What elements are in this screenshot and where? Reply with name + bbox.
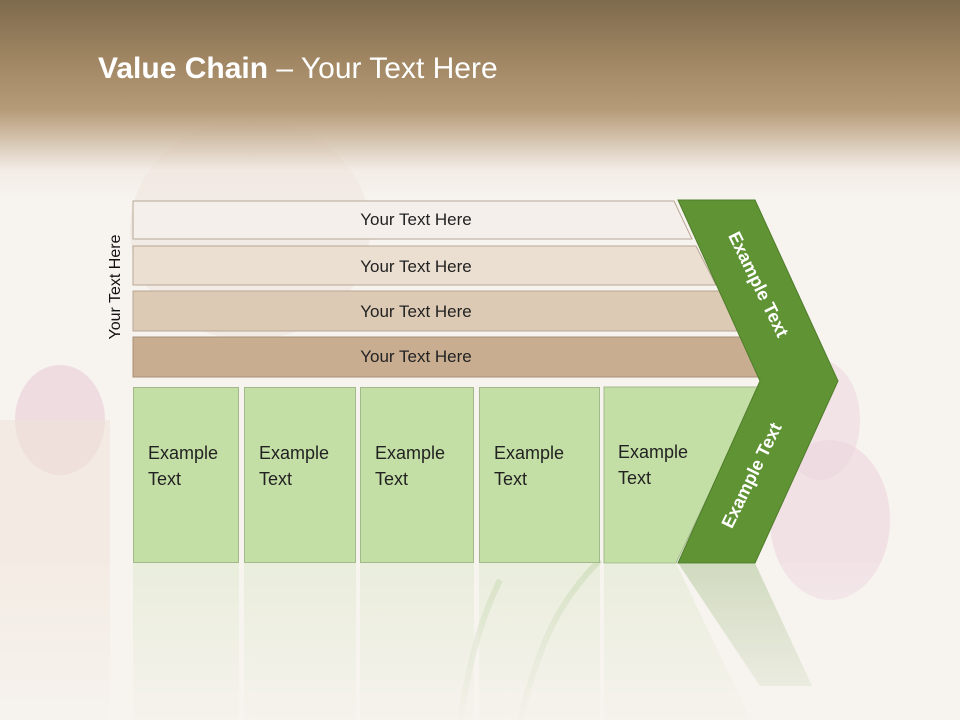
activity-box-5: Example Text (604, 387, 714, 563)
box-4-line2: Text (494, 469, 528, 489)
box-3-line1: Example (375, 443, 446, 463)
box-5-line1: Example (618, 442, 689, 462)
box-3-line2: Text (375, 469, 409, 489)
title-bold: Value Chain (98, 52, 269, 85)
row-label-1: Your Text Here (360, 210, 472, 229)
row-label-3: Your Text Here (360, 302, 472, 321)
row-bar-1 (132, 200, 693, 240)
box-2-line1: Example (259, 443, 330, 463)
box-1-line1: Example (148, 443, 219, 463)
title-rest: – Your Text Here (268, 52, 498, 85)
header-band (0, 0, 960, 200)
activity-box-1: Example Text (133, 387, 239, 563)
box-1-line2: Text (148, 469, 182, 489)
activity-box-4: Example Text (479, 387, 600, 563)
box-5-line2: Text (618, 468, 652, 488)
activity-box-3: Example Text (360, 387, 474, 563)
activity-box-2: Example Text (244, 387, 356, 563)
row-label-2: Your Text Here (360, 257, 472, 276)
box-2-line2: Text (259, 469, 293, 489)
reflection-fade (0, 563, 960, 720)
slide-title: Value Chain – Your Text Here (98, 52, 498, 86)
row-label-4: Your Text Here (360, 347, 472, 366)
box-4-line1: Example (494, 443, 565, 463)
